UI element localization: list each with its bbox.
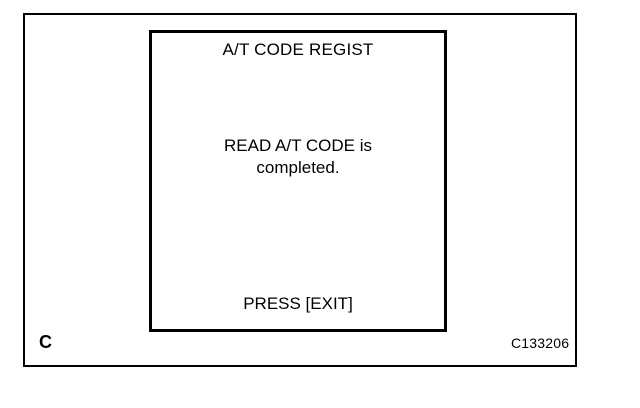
figure-code: C133206 [511, 335, 570, 351]
screen-title: A/T CODE REGIST [222, 40, 374, 59]
tester-screen: A/T CODE REGIST READ A/T CODE is complet… [149, 30, 447, 332]
screen-message-line-1: READ A/T CODE is [224, 136, 372, 155]
figure-border: A/T CODE REGIST READ A/T CODE is complet… [23, 13, 577, 367]
figure-label: C [39, 332, 52, 352]
screen-message-line-2: completed. [256, 158, 340, 177]
press-exit-prompt: PRESS [EXIT] [243, 294, 353, 313]
screen-message: READ A/T CODE is completed. [152, 135, 444, 179]
